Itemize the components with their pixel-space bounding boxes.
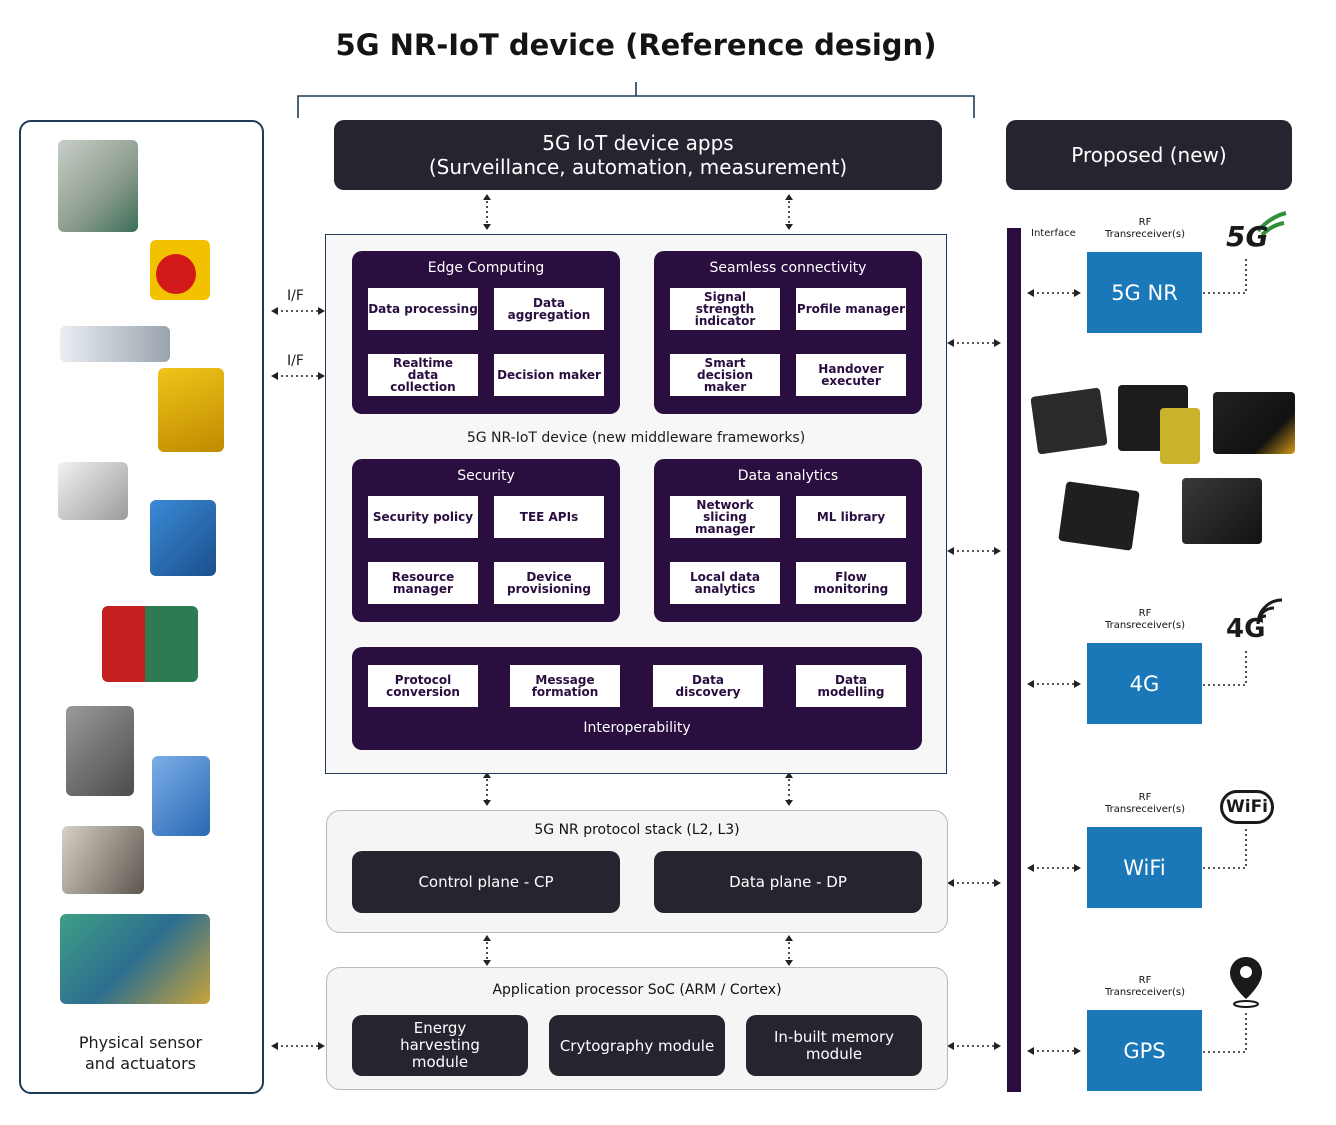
edge-computing-title: Edge Computing [427,260,545,276]
camera-image [58,462,128,520]
data-analytics-title: Data analytics [737,468,839,484]
protocol-conversion-box: Protocol conversion [368,665,478,707]
robot-arm-image [158,368,224,452]
sensor-panel-label: Physical sensor and actuators [19,1032,262,1074]
data-aggregation-box: Data aggregation [494,288,604,330]
device-provisioning-box: Device provisioning [494,562,604,604]
sensor-label-line1: Physical sensor [78,1033,203,1052]
seamless-connectivity-group: Seamless connectivity Signal strength in… [654,251,922,414]
title-bracket [297,82,975,118]
signal-strength-indicator-box: Signal strength indicator [670,288,780,330]
radio-5g-nr-box: 5G NR [1087,252,1202,333]
proximity-sensor-image [62,826,144,894]
data-modelling-box: Data modelling [796,665,906,707]
security-policy-box: Security policy [368,496,478,538]
qualcomm-chip-image [1030,387,1108,455]
emergency-button-image [150,240,210,300]
sensor-assortment-image [60,914,210,1004]
radio-4g-box: 4G [1087,643,1202,724]
seamless-connectivity-title: Seamless connectivity [709,260,867,276]
resource-manager-box: Resource manager [368,562,478,604]
decision-maker-box: Decision maker [494,354,604,396]
interface-bar [1007,228,1021,1092]
memory-module-box: In-built memory module [746,1015,922,1076]
if-label-2: I/F [287,353,304,369]
gps-pin-icon [1228,955,1264,1009]
5g-logo-icon: 5G [1224,207,1294,255]
data-analytics-group: Data analytics Network slicing manager M… [654,459,922,622]
apps-box: 5G IoT device apps (Surveillance, automa… [334,120,942,190]
data-plane-box: Data plane - DP [654,851,922,913]
interoperability-title: Interoperability [583,720,691,736]
flow-monitoring-box: Flow monitoring [796,562,906,604]
wifi-logo-icon: WiFi [1220,790,1274,824]
probe-sensor-image [60,326,170,362]
relay-image [152,756,210,836]
apps-box-line2: (Surveillance, automation, measurement) [428,155,848,179]
proposed-box: Proposed (new) [1006,120,1292,190]
samsung-chip-image [1058,481,1140,551]
4g-logo-icon: 4G [1224,598,1286,646]
cryptography-box: Crytography module [549,1015,725,1076]
circuit-breaker-image [66,706,134,796]
mediatek-chip-image [1213,392,1295,454]
plc-module-image [58,140,138,232]
sensor-label-line2: and actuators [85,1054,196,1073]
security-title: Security [457,468,515,484]
profile-manager-box: Profile manager [796,288,906,330]
message-formation-box: Message formation [510,665,620,707]
data-discovery-box: Data discovery [653,665,763,707]
interface-label: Interface [1031,228,1076,239]
realtime-data-collection-box: Realtime data collection [368,354,478,396]
security-group: Security Security policy TEE APIs Resour… [352,459,620,622]
smart-decision-maker-box: Smart decision maker [670,354,780,396]
handover-executer-box: Handover executer [796,354,906,396]
ublox-chip-image [1182,478,1262,544]
protocol-stack-label: 5G NR protocol stack (L2, L3) [534,822,740,838]
radio-gps-box: GPS [1087,1010,1202,1091]
apps-box-line1: 5G IoT device apps [542,131,734,155]
if-label-1: I/F [287,288,304,304]
sensor-panel [19,120,264,1094]
energy-harvesting-box: Energy harvesting module [352,1015,528,1076]
control-plane-box: Control plane - CP [352,851,620,913]
data-processing-box: Data processing [368,288,478,330]
chip-pins-image [1160,408,1200,464]
page-title: 5G NR-IoT device (Reference design) [335,28,937,62]
tee-apis-box: TEE APIs [494,496,604,538]
radio-wifi-box: WiFi [1087,827,1202,908]
app-processor-label: Application processor SoC (ARM / Cortex) [492,982,782,998]
local-data-analytics-box: Local data analytics [670,562,780,604]
network-slicing-manager-box: Network slicing manager [670,496,780,538]
middleware-label: 5G NR-IoT device (new middleware framewo… [466,430,806,446]
interoperability-group: Protocol conversion Message formation Da… [352,647,922,750]
edge-computing-group: Edge Computing Data processing Data aggr… [352,251,620,414]
detector-image [150,500,216,576]
ml-library-box: ML library [796,496,906,538]
pump-image [102,606,198,682]
